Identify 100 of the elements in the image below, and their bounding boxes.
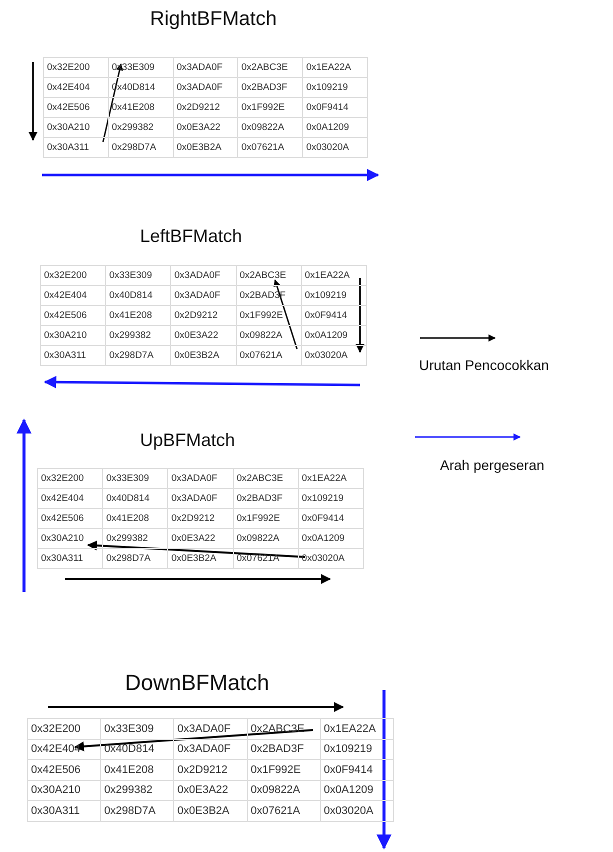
- table-cell: 0x1EA22A: [298, 469, 364, 489]
- table-cell: 0x30A210: [38, 529, 104, 549]
- table-cell: 0x0E3A22: [171, 326, 237, 346]
- table-cell: 0x09822A: [238, 118, 304, 138]
- table-cell: 0x0A1209: [298, 529, 364, 549]
- table-cell: 0x30A210: [28, 780, 102, 801]
- table-cell: 0x0E3A22: [174, 118, 238, 138]
- table-cell: 0x299382: [108, 118, 174, 138]
- table-cell: 0x0F9414: [303, 98, 368, 118]
- table-cell: 0x2ABC3E: [236, 266, 302, 286]
- table-cell: 0x2BAD3F: [248, 740, 321, 760]
- table-cell: 0x42E506: [38, 509, 104, 529]
- table-cell: 0x0E3B2A: [171, 346, 237, 366]
- table-cell: 0x0E3B2A: [168, 549, 234, 569]
- table-cell: 0x42E404: [38, 489, 104, 509]
- table-cell: 0x41E208: [103, 509, 168, 529]
- table-cell: 0x3ADA0F: [168, 469, 234, 489]
- table-cell: 0x42E404: [44, 78, 109, 98]
- table-cell: 0x03020A: [320, 801, 394, 822]
- table-cell: 0x32E200: [28, 719, 102, 740]
- table-cell: 0x2D9212: [174, 98, 238, 118]
- table-title: LeftBFMatch: [140, 226, 242, 247]
- table-cell: 0x41E208: [106, 306, 172, 326]
- table-cell: 0x2D9212: [171, 306, 237, 326]
- table-cell: 0x109219: [302, 286, 367, 306]
- table-cell: 0x07621A: [238, 138, 304, 158]
- table-cell: 0x42E404: [41, 286, 106, 306]
- table-cell: 0x09822A: [248, 780, 321, 801]
- table-cell: 0x41E208: [101, 760, 174, 780]
- table-cell: 0x0F9414: [320, 760, 394, 780]
- table-cell: 0x0A1209: [302, 326, 367, 346]
- table-cell: 0x32E200: [44, 58, 109, 78]
- table-cell: 0x2ABC3E: [238, 58, 304, 78]
- table-cell: 0x1EA22A: [320, 719, 394, 740]
- table-title: UpBFMatch: [140, 430, 236, 451]
- table-cell: 0x42E506: [28, 760, 102, 780]
- table-cell: 0x30A210: [41, 326, 106, 346]
- table-cell: 0x03020A: [303, 138, 368, 158]
- table-cell: 0x299382: [106, 326, 172, 346]
- table-cell: 0x03020A: [298, 549, 364, 569]
- table-title: DownBFMatch: [125, 670, 270, 696]
- table-cell: 0x3ADA0F: [174, 78, 238, 98]
- table-cell: 0x40D814: [101, 740, 174, 760]
- table-cell: 0x3ADA0F: [174, 58, 238, 78]
- table-cell: 0x3ADA0F: [168, 489, 234, 509]
- table-cell: 0x30A311: [44, 138, 109, 158]
- table-cell: 0x30A210: [44, 118, 109, 138]
- table-cell: 0x42E506: [41, 306, 106, 326]
- table-cell: 0x09822A: [234, 529, 299, 549]
- table-cell: 0x32E200: [38, 469, 104, 489]
- table-cell: 0x2BAD3F: [234, 489, 299, 509]
- table-cell: 0x1EA22A: [302, 266, 367, 286]
- table-cell: 0x33E309: [106, 266, 172, 286]
- table-cell: 0x40D814: [106, 286, 172, 306]
- table-cell: 0x298D7A: [103, 549, 168, 569]
- table-cell: 0x0A1209: [303, 118, 368, 138]
- table-cell: 0x2ABC3E: [248, 719, 321, 740]
- table-cell: 0x07621A: [248, 801, 321, 822]
- table-cell: 0x33E309: [103, 469, 168, 489]
- table-cell: 0x2D9212: [174, 760, 248, 780]
- table-cell: 0x40D814: [103, 489, 168, 509]
- table-title: RightBFMatch: [150, 8, 277, 31]
- table-cell: 0x07621A: [234, 549, 299, 569]
- table-cell: 0x30A311: [38, 549, 104, 569]
- table-cell: 0x299382: [103, 529, 168, 549]
- table-cell: 0x109219: [303, 78, 368, 98]
- table-cell: 0x09822A: [236, 326, 302, 346]
- table-cell: 0x03020A: [302, 346, 367, 366]
- table-cell: 0x0E3B2A: [174, 138, 238, 158]
- table-cell: 0x1EA22A: [303, 58, 368, 78]
- table-cell: 0x0F9414: [302, 306, 367, 326]
- table-cell: 0x3ADA0F: [174, 719, 248, 740]
- table-cell: 0x109219: [320, 740, 394, 760]
- table-cell: 0x298D7A: [106, 346, 172, 366]
- table-cell: 0x0E3A22: [168, 529, 234, 549]
- table-cell: 0x2BAD3F: [238, 78, 304, 98]
- table-cell: 0x30A311: [28, 801, 102, 822]
- table-cell: 0x3ADA0F: [171, 266, 237, 286]
- table-cell: 0x298D7A: [108, 138, 174, 158]
- table-cell: 0x298D7A: [101, 801, 174, 822]
- table-cell: 0x0A1209: [320, 780, 394, 801]
- table-cell: 0x299382: [101, 780, 174, 801]
- legend-label: Arah pergeseran: [440, 457, 544, 473]
- table-cell: 0x2ABC3E: [234, 469, 299, 489]
- table-cell: 0x0F9414: [298, 509, 364, 529]
- table-cell: 0x1F992E: [238, 98, 304, 118]
- table-cell: 0x32E200: [41, 266, 106, 286]
- table-cell: 0x07621A: [236, 346, 302, 366]
- table-cell: 0x1F992E: [248, 760, 321, 780]
- table-cell: 0x1F992E: [236, 306, 302, 326]
- table-cell: 0x33E309: [101, 719, 174, 740]
- table-cell: 0x0E3B2A: [174, 801, 248, 822]
- table-cell: 0x42E404: [28, 740, 102, 760]
- table-cell: 0x0E3A22: [174, 780, 248, 801]
- table-cell: 0x109219: [298, 489, 364, 509]
- table-cell: 0x3ADA0F: [174, 740, 248, 760]
- table-cell: 0x30A311: [41, 346, 106, 366]
- table-cell: 0x3ADA0F: [171, 286, 237, 306]
- table-cell: 0x41E208: [108, 98, 174, 118]
- legend-label: Urutan Pencocokkan: [419, 357, 549, 373]
